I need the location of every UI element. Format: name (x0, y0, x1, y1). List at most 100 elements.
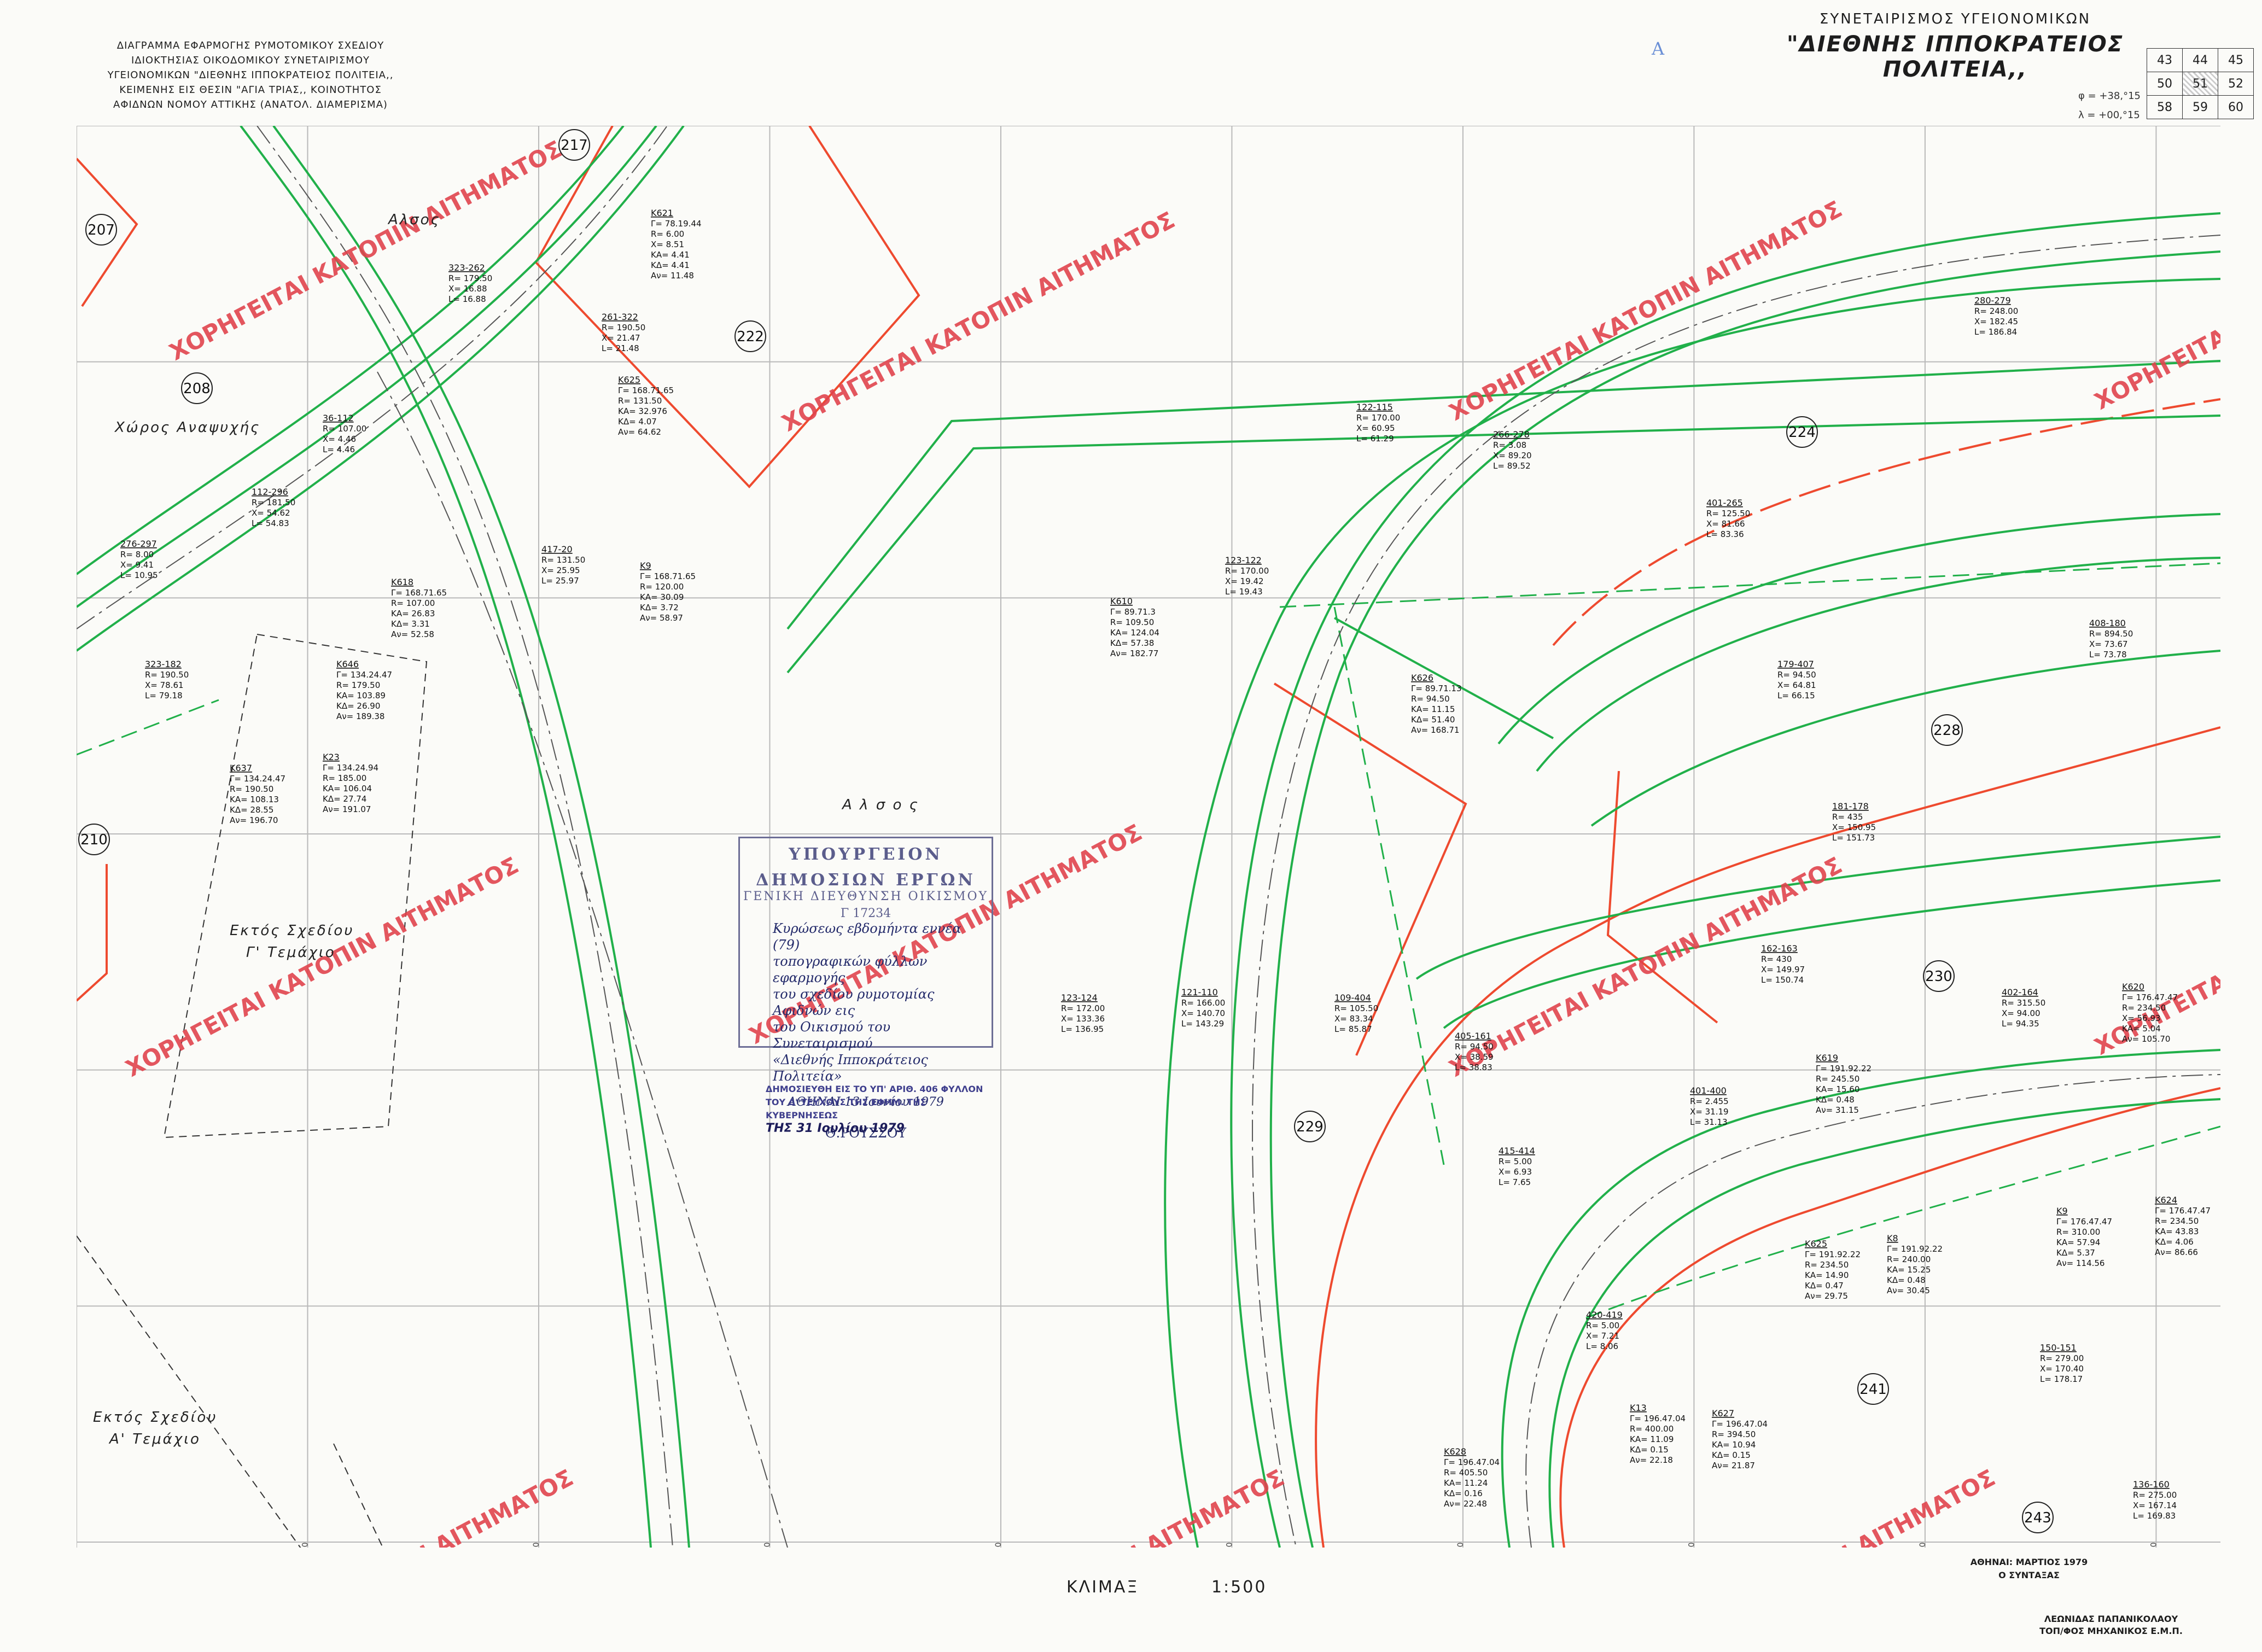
curve-note-line: Αν= 22.48 (1444, 1499, 1487, 1509)
region-label: Αλσος (387, 212, 441, 228)
curve-note-line: Χ= 64.81 (1777, 680, 1816, 690)
road-edge (75, 125, 657, 608)
curve-note-line: R= 234.50 (1805, 1260, 1849, 1270)
curve-note-line: ΚΑ= 103.89 (336, 691, 386, 701)
curve-note-line: R= 105.50 (1334, 1003, 1378, 1013)
organization-name: "ΔΙΕΘΝΗΣ ΙΠΠΟΚΡΑΤΕΙΟΣ ΠΟΛΙΤΕΙΑ,, (1786, 32, 2124, 82)
curve-note-line: ΚΔ= 5.37 (2056, 1248, 2095, 1258)
curve-note-line: ΚΑ= 108.13 (230, 795, 279, 804)
scale: ΚΛΙΜΑΞ 1:500 (1066, 1578, 1267, 1597)
survey-line (76, 1235, 376, 1652)
block-number-circle (85, 214, 117, 246)
curve-note-line: Χ= 54.62 (252, 508, 290, 518)
curve-note-line: R= 279.00 (2040, 1353, 2084, 1363)
curve-note-line: ΚΔ= 4.07 (618, 417, 657, 427)
road-axis (256, 125, 673, 1548)
boundary-229 (1273, 682, 1467, 1056)
curve-note-id: 179-407 (1777, 659, 1814, 669)
curve-note-line: R= 5.00 (1586, 1321, 1619, 1330)
organization-line: ΣΥΝΕΤΑΙΡΙΣΜΟΣ ΥΓΕΙΟΝΟΜΙΚΩΝ (1819, 11, 2091, 27)
curve-note-line: R= 131.50 (618, 396, 662, 406)
curve-note-line: L= 7.65 (1499, 1177, 1531, 1187)
boundary-210 (75, 864, 108, 1002)
curve-note: 417-20R= 131.50Χ= 25.95L= 25.97 (541, 544, 585, 586)
curve-note-line: R= 435 (1832, 812, 1863, 822)
curve-note-id: K620 (2122, 982, 2144, 992)
block-number: 208 (183, 381, 211, 397)
curve-note-line: Αν= 105.70 (2122, 1034, 2170, 1044)
curve-note-line: R= 109.50 (1110, 617, 1154, 627)
road-edge (1443, 879, 2221, 1029)
block-number-circle (1294, 1111, 1326, 1142)
curve-note-line: ΚΔ= 3.31 (391, 619, 430, 629)
road-edges (75, 125, 2221, 1548)
curve-note-line: Αν= 58.97 (640, 613, 683, 623)
curve-note-line: R= 94.50 (1411, 694, 1450, 704)
curve-note-line: ΚΑ= 15.25 (1887, 1265, 1931, 1275)
block-number: 228 (1933, 722, 1961, 739)
road-axis (377, 371, 788, 1548)
title-line: ΥΓΕΙΟΝΟΜΙΚΩΝ "ΔΙΕΘΝΗΣ ΙΠΠΟΚΡΑΤΕΙΟΣ ΠΟΛΙΤ… (107, 69, 394, 81)
curve-note-line: L= 21.48 (602, 343, 639, 353)
curve-note-id: K621 (651, 208, 673, 218)
curve-note-id: 150-151 (2040, 1342, 2077, 1353)
curve-note-line: Χ= 16.88 (448, 284, 487, 294)
curve-note-line: L= 136.95 (1061, 1024, 1104, 1034)
curve-note-line: R= 170.00 (1225, 566, 1269, 576)
road-edge (240, 125, 652, 1548)
block-number-circle (558, 129, 590, 161)
curve-note-line: ΚΑ= 11.15 (1411, 704, 1455, 714)
curve-note-line: L= 151.73 (1832, 833, 1875, 843)
map-canvas[interactable]: -5950-6000-6050-6100-6150-6200-6250-1540… (51, 122, 2262, 1652)
curve-note-line: L= 85.87 (1334, 1024, 1372, 1034)
curve-note-line: L= 54.83 (252, 518, 289, 528)
curve-note-line: Χ= 133.36 (1061, 1014, 1105, 1024)
watermark-text: ΧΟΡΗΓΕΙΤΑΙ ΚΑΤΟΠΙΝ ΑΙΤΗΜΑΤΟΣ (176, 1464, 578, 1548)
curve-note-line: Γ= 191.92.22 (1887, 1244, 1943, 1254)
curve-note-line: L= 94.35 (2002, 1019, 2039, 1029)
curve-note-line: Αν= 22.18 (1630, 1455, 1673, 1465)
curve-note-line: R= 894.50 (2089, 629, 2133, 639)
curve-note-line: Αν= 29.75 (1805, 1291, 1848, 1301)
curve-note-line: ΚΑ= 4.41 (651, 250, 690, 260)
title-line: ΚΕΙΜΕΝΗΣ ΕΙΣ ΘΕΣΙΝ "ΑΓΙΑ ΤΡΙΑΣ,, ΚΟΙΝΟΤΗ… (119, 84, 382, 96)
road-edge (1497, 513, 2221, 745)
road-edge (1269, 250, 2221, 1548)
road-axes (76, 125, 2221, 1548)
curve-note-line: Γ= 196.47.04 (1712, 1419, 1768, 1429)
curve-note-id: K625 (618, 375, 640, 385)
curve-note-id: 402-164 (2002, 987, 2038, 997)
curve-note-line: L= 38.83 (1455, 1063, 1493, 1072)
curve-note-line: R= 94.50 (1777, 670, 1816, 680)
stamp-signature: Θ.ΡΟΥΣΣΟΥ (825, 1125, 907, 1141)
curve-note-line: R= 190.50 (230, 784, 273, 794)
sheet-cell-current: 51 (2182, 72, 2218, 96)
curve-note-line: R= 315.50 (2002, 998, 2045, 1008)
curve-note-line: Γ= 78.19.44 (651, 219, 702, 229)
coord-lambda: λ = +00,°15 (2078, 109, 2140, 121)
curve-note-line: L= 143.29 (1181, 1019, 1224, 1029)
curve-note-id: K628 (1444, 1446, 1466, 1457)
curve-note-line: Αν= 11.48 (651, 271, 694, 281)
curve-note-id: 136-160 (2133, 1479, 2170, 1490)
boundary-lower (1315, 726, 2221, 1548)
